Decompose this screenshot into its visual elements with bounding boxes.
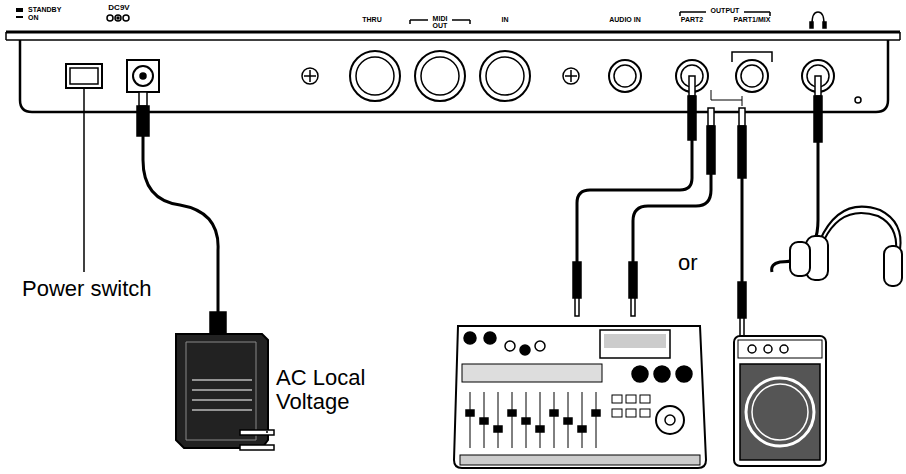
headphones: [790, 207, 902, 286]
device-panel: [6, 8, 900, 112]
fader-knob: [550, 410, 558, 416]
fader-slot: [582, 392, 583, 448]
transport-button: [626, 395, 636, 403]
note-text: or: [678, 251, 698, 275]
fader-slot: [512, 392, 513, 448]
port-legend: AUDIO IN: [609, 16, 641, 24]
transport-button: [640, 395, 650, 403]
dc-jack: [107, 15, 218, 312]
port-legend: OUT: [433, 22, 448, 30]
fader-knob: [508, 410, 516, 416]
fader-knob: [592, 410, 600, 416]
transport-button: [612, 409, 622, 417]
fader-knob: [466, 410, 474, 416]
jack-legend: DC9V: [108, 4, 129, 13]
audio-jacks: [609, 12, 861, 106]
callout-label: AC Local Voltage: [276, 366, 386, 414]
fader-slot: [540, 392, 541, 448]
fader-knob: [564, 418, 572, 424]
cables: [573, 76, 822, 336]
fader-slot: [470, 392, 471, 448]
transport-button: [626, 409, 636, 417]
port-legend: PART1/MIX: [734, 16, 771, 24]
guitar-amp: [734, 336, 826, 466]
transport-button: [612, 395, 622, 403]
switch-legend: STANDBY: [28, 6, 61, 14]
fader-knob: [578, 426, 586, 432]
port-legend: OUTPUT: [711, 7, 740, 15]
fader-knob: [480, 418, 488, 424]
port-legend: PART2: [681, 16, 703, 24]
transport-button: [640, 409, 650, 417]
port-legend: MIDI: [433, 15, 448, 23]
multitrack-recorder: [454, 326, 706, 468]
port-legend: THRU: [362, 16, 381, 24]
fader-knob: [536, 426, 544, 432]
callout-label: Power switch: [22, 277, 152, 301]
port-legend: IN: [502, 16, 509, 24]
fader-knob: [522, 418, 530, 424]
switch-legend: ON: [28, 14, 39, 22]
fader-slot: [554, 392, 555, 448]
fader-knob: [494, 426, 502, 432]
ac-adapter: [176, 312, 274, 450]
power-switch: [66, 64, 102, 272]
fader-slot: [498, 392, 499, 448]
fader-slot: [596, 392, 597, 448]
midi-ports: [302, 20, 579, 101]
